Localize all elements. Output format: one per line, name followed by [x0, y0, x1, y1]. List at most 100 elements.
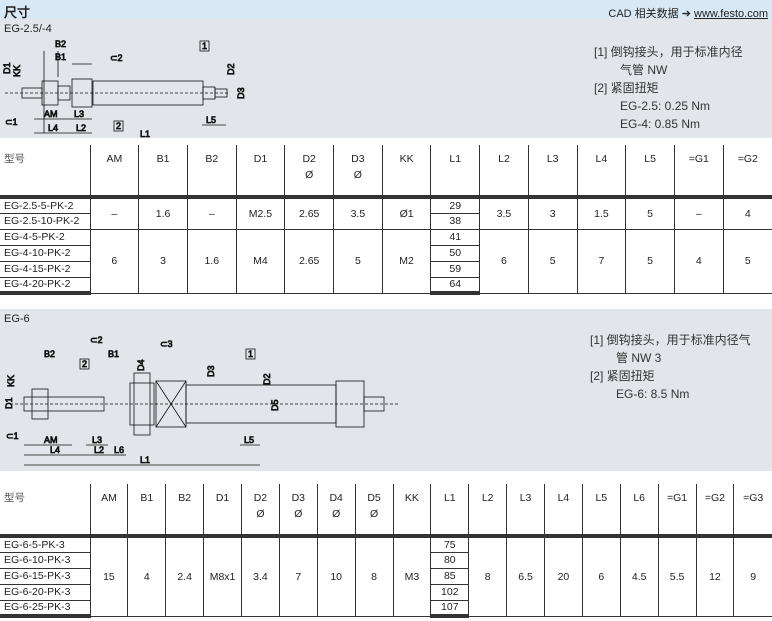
- cad-link-row: CAD 相关数据 ➔ www.festo.com: [608, 5, 768, 21]
- value-cell-d1: M2.5: [235, 197, 285, 230]
- label-callout-1: 1: [202, 41, 207, 51]
- column-header: L6: [619, 484, 659, 538]
- column-header: =G2: [695, 484, 734, 538]
- model-cell: EG-6-5-PK-3: [0, 536, 90, 553]
- value-cell-l6: 4.5: [619, 536, 659, 617]
- column-header: =G2: [722, 145, 772, 199]
- value-cell-l1: 41: [430, 229, 480, 246]
- model-cell: EG-4-5-PK-2: [0, 229, 90, 246]
- value-cell-l2: 3.5: [479, 197, 529, 230]
- value-cell-l1: 50: [430, 245, 480, 262]
- value-cell-d1: M8x1: [203, 536, 242, 617]
- eg-2-5-4-dimension-drawing: B2 B1 ⊂2 1 2 D1 KK D2 D3 AM L3 L5 ⊂1 L4 …: [2, 39, 247, 140]
- value-cell-d2: 2.65: [284, 197, 334, 230]
- label-kk: KK: [6, 375, 16, 387]
- value-cell-g2: 12: [695, 536, 734, 617]
- value-cell-am: 15: [89, 536, 128, 617]
- column-header: AM: [89, 145, 139, 199]
- panel-title: EG-2.5/-4: [4, 23, 52, 35]
- value-cell-l1: 38: [430, 213, 480, 230]
- column-header: 型号: [0, 484, 90, 538]
- value-cell-d2: 2.65: [284, 229, 334, 294]
- column-header: L2: [468, 484, 507, 538]
- label-callout-1: 1: [248, 349, 253, 359]
- value-cell-b1: 4: [127, 536, 166, 617]
- label-l4: L4: [50, 445, 60, 455]
- label-kk: KK: [12, 65, 22, 77]
- model-cell: EG-4-15-PK-2: [0, 261, 90, 278]
- value-cell-b2: 2.4: [165, 536, 204, 617]
- value-cell-b1: 1.6: [138, 197, 188, 230]
- note-1: [1] 倒钩接头，用于标准内径气: [590, 333, 751, 347]
- column-header: =G1: [657, 484, 696, 538]
- label-callout-2: 2: [116, 121, 121, 131]
- value-cell-d4: 10: [316, 536, 356, 617]
- column-header: B2: [186, 145, 237, 199]
- column-header: KK: [392, 484, 431, 538]
- label-l4: L4: [48, 123, 58, 133]
- value-cell-l5: 5: [625, 197, 675, 230]
- column-header: =G3: [733, 484, 772, 538]
- column-header: AM: [89, 484, 128, 538]
- notes: [1] 倒钩接头，用于标准内径 气管 NW [2] 紧固扭矩 EG-2.5: 0…: [594, 43, 743, 133]
- value-cell-d3: 3.5: [333, 197, 383, 230]
- cad-label: CAD 相关数据 ➔: [608, 8, 691, 20]
- label-l6: L6: [114, 445, 124, 455]
- value-cell-l3: 6.5: [506, 536, 545, 617]
- label-d2: D2: [262, 373, 272, 385]
- label-b1: B1: [55, 52, 66, 62]
- value-cell-g1: 4: [673, 229, 724, 294]
- column-header: B1: [138, 145, 188, 199]
- column-header: D1: [235, 145, 285, 199]
- label-g2: ⊂2: [90, 335, 103, 345]
- value-cell-d1: M4: [235, 229, 285, 294]
- label-l3: L3: [92, 435, 102, 445]
- value-cell-kk: M3: [392, 536, 431, 617]
- value-cell-l1: 107: [430, 600, 469, 618]
- value-cell-am: –: [89, 197, 139, 230]
- note-torque-eg25: EG-2.5: 0.25 Nm: [620, 99, 711, 113]
- label-d1: D1: [2, 62, 12, 74]
- label-d5: D5: [270, 399, 280, 411]
- column-header: L5: [581, 484, 621, 538]
- note-2: [2] 紧固扭矩: [590, 369, 655, 383]
- label-d4: D4: [136, 359, 146, 371]
- label-am: AM: [44, 435, 58, 445]
- model-cell: EG-6-20-PK-3: [0, 584, 90, 601]
- column-header: L4: [576, 145, 626, 199]
- column-header: L3: [527, 145, 578, 199]
- note-torque-eg4: EG-4: 0.85 Nm: [620, 117, 701, 131]
- value-cell-l3: 3: [527, 197, 578, 230]
- label-d1: D1: [4, 397, 14, 409]
- value-cell-kk: Ø1: [381, 197, 431, 230]
- label-d2: D2: [226, 63, 236, 75]
- value-cell-l4: 1.5: [576, 197, 626, 230]
- label-g1: ⊂1: [5, 117, 18, 127]
- value-cell-b1: 3: [138, 229, 188, 294]
- column-header: L1: [430, 145, 480, 199]
- festo-link[interactable]: www.festo.com: [694, 8, 768, 20]
- label-b1: B1: [108, 349, 119, 359]
- column-header: L5: [625, 145, 675, 199]
- label-g2: ⊂2: [110, 53, 123, 63]
- model-cell: EG-4-10-PK-2: [0, 245, 90, 262]
- model-cell: EG-2.5-5-PK-2: [0, 197, 90, 214]
- label-l3: L3: [74, 109, 84, 119]
- label-d3: D3: [206, 365, 216, 377]
- value-cell-l4: 20: [544, 536, 583, 617]
- column-header: L4: [544, 484, 583, 538]
- model-cell: EG-6-10-PK-3: [0, 552, 90, 569]
- eg-6-drawing-panel: EG-6 ⊂2 B2 B1 ⊂3 2 1 KK D1 D4 D3 D2 D5 ⊂…: [0, 309, 772, 471]
